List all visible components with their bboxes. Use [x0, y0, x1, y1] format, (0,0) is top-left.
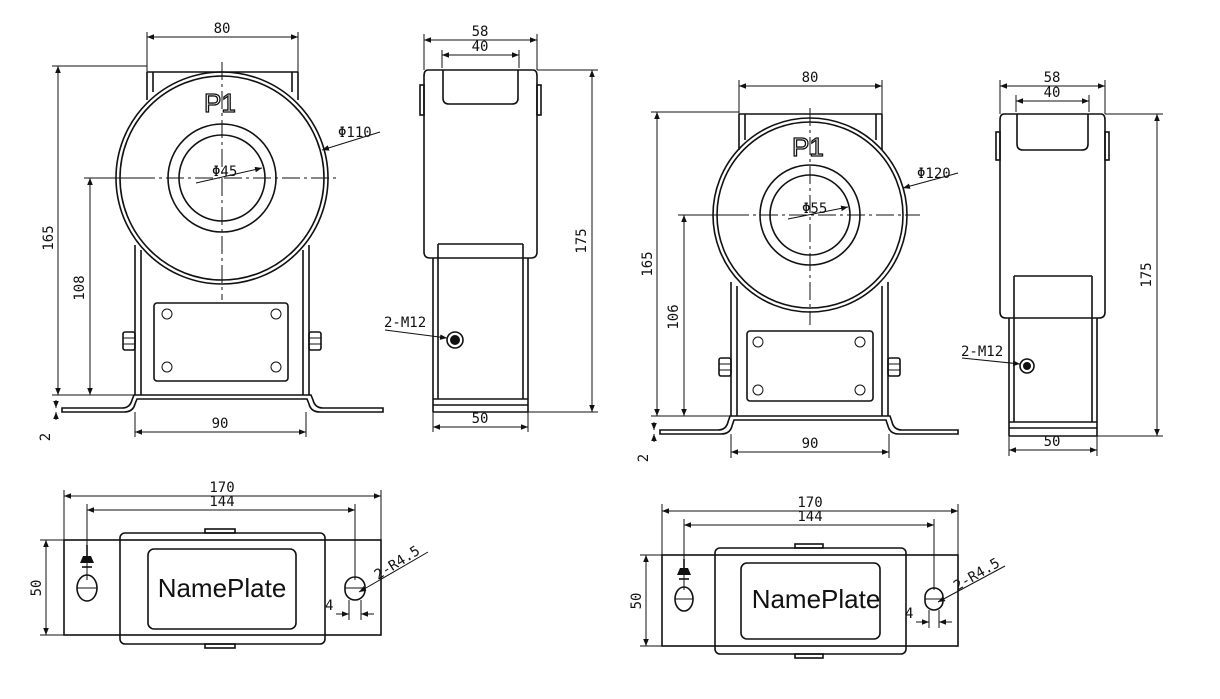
- base-thickness-dim: 2: [38, 433, 54, 441]
- front-view-right: 80 P1 Φ55 Φ120: [636, 70, 959, 462]
- center-height-dim: 108: [72, 275, 88, 300]
- bolt-label: 2-M12: [961, 344, 1003, 360]
- slot-gap-dim: 4: [905, 606, 913, 622]
- side-height-dim: 175: [1139, 262, 1155, 287]
- terminal-label-p1: P1: [792, 132, 824, 162]
- plan-depth-dim: 50: [29, 580, 45, 597]
- inner-diameter-dim: Φ55: [802, 201, 827, 217]
- plan-depth-dim: 50: [629, 593, 645, 610]
- nameplate-label: NamePlate: [752, 584, 881, 614]
- side-height-dim: 175: [574, 228, 590, 253]
- side-view-left: 58 40 2-M12 175 50: [384, 24, 598, 432]
- side-inner-width-dim: 40: [1044, 85, 1061, 101]
- bolt-label: 2-M12: [384, 315, 426, 331]
- overall-height-dim: 165: [41, 225, 57, 250]
- side-outer-width-dim: 58: [472, 24, 489, 40]
- slot-gap-dim: 4: [325, 598, 333, 614]
- plan-total-length-dim: 170: [209, 480, 234, 496]
- plan-hole-span-dim: 144: [797, 509, 822, 525]
- inner-diameter-dim: Φ45: [212, 164, 237, 180]
- nameplate-label: NamePlate: [158, 573, 287, 603]
- base-thickness-dim: 2: [636, 454, 652, 462]
- slot-label: 2-R4.5: [372, 543, 423, 583]
- front-width-dim: 80: [802, 70, 819, 86]
- outer-diameter-dim: Φ110: [338, 125, 372, 141]
- base-width-dim: 90: [802, 436, 819, 452]
- center-height-dim: 106: [666, 304, 682, 329]
- left-drawing-set: 80 P1 Φ45 Φ110: [29, 21, 598, 649]
- side-view-right: 58 40 2-M12 175 50: [961, 70, 1163, 456]
- side-base-dim: 50: [472, 411, 489, 427]
- plan-hole-span-dim: 144: [209, 494, 234, 510]
- front-width-dim: 80: [214, 21, 231, 37]
- side-outer-width-dim: 58: [1044, 70, 1061, 86]
- plan-view-left: 170 144 NamePlate 2-R4.5: [29, 480, 429, 649]
- terminal-label-p1: P1: [204, 88, 236, 118]
- overall-height-dim: 165: [640, 251, 656, 276]
- plan-view-right: 170 144 NamePlate 2-R4.5 4: [629, 495, 1006, 659]
- outer-diameter-dim: Φ120: [917, 166, 951, 182]
- right-drawing-set: 80 P1 Φ55 Φ120: [629, 70, 1163, 659]
- side-inner-width-dim: 40: [472, 39, 489, 55]
- front-view-left: 80 P1 Φ45 Φ110: [38, 21, 384, 441]
- base-width-dim: 90: [212, 416, 229, 432]
- plan-total-length-dim: 170: [797, 495, 822, 511]
- side-base-dim: 50: [1044, 434, 1061, 450]
